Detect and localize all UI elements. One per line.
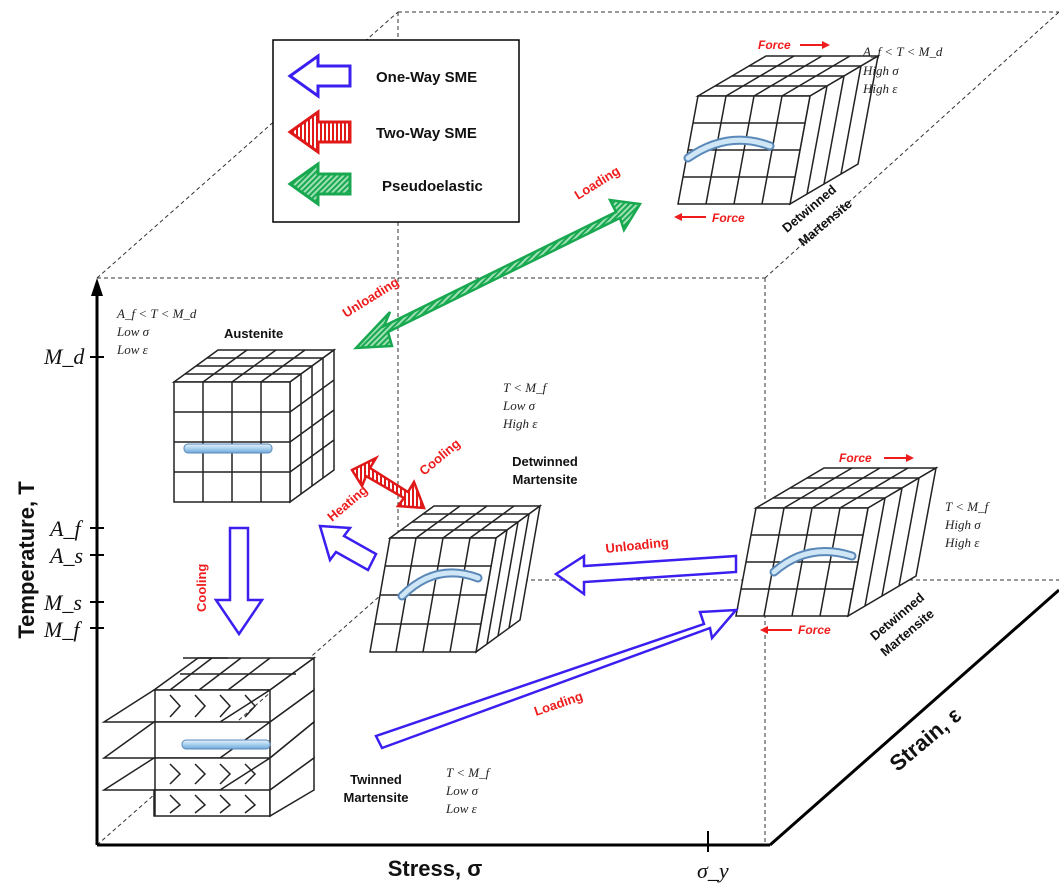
detwinned-top-cond-3: High ε <box>862 81 898 96</box>
twinned-cond-3: Low ε <box>445 801 478 816</box>
y-axis-label: Temperature, T <box>14 481 39 639</box>
unloading-top-label: Unloading <box>340 274 402 320</box>
x-axis-label: Stress, σ <box>388 856 483 881</box>
detwinned-center-label-2: Martensite <box>512 472 577 487</box>
axes <box>90 278 1059 852</box>
force-right-top: Force <box>839 451 872 465</box>
detwinned-right-cond-3: High ε <box>944 535 980 550</box>
two-way-sme-arrow <box>350 454 426 510</box>
legend-pseudo-label: Pseudoelastic <box>382 178 483 195</box>
austenite-label: Austenite <box>224 326 283 341</box>
tick-as: A_s <box>48 543 83 568</box>
loading-bottom-arrow <box>374 608 739 750</box>
legend-two-way-arrow <box>287 109 352 155</box>
pseudoelastic-arrow <box>352 198 643 350</box>
detwinned-right-cond-2: High σ <box>944 517 981 532</box>
tick-md: M_d <box>43 344 85 369</box>
force-right-top-arrow <box>884 454 914 462</box>
tick-af: A_f <box>48 516 83 541</box>
twinned-cond-1: T < M_f <box>446 765 492 780</box>
detwinned-center-cond-3: High ε <box>502 416 538 431</box>
detwinned-center-cond-2: Low σ <box>502 398 536 413</box>
force-top-top-arrow <box>800 41 830 49</box>
loading-top-label: Loading <box>572 163 623 203</box>
legend-pseudo-arrow <box>287 161 352 207</box>
z-axis-label: Strain, ε <box>885 702 967 776</box>
austenite-cond-1: A_f < T < M_d <box>116 306 197 321</box>
legend-two-way-label: Two-Way SME <box>376 125 477 142</box>
twinned-cond-2: Low σ <box>445 783 479 798</box>
detwinned-center-cond-1: T < M_f <box>503 380 549 395</box>
unloading-right-arrow <box>553 553 738 597</box>
twinned-martensite <box>101 656 317 818</box>
twinned-label-2: Martensite <box>343 790 408 805</box>
tick-sigma-y: σ_y <box>697 858 729 883</box>
detwinned-right-cube <box>735 466 939 618</box>
cooling-mid-label: Cooling <box>416 436 463 479</box>
austenite-cube <box>171 348 337 504</box>
detwinned-center-cube <box>369 504 543 654</box>
detwinned-center-label-1: Detwinned <box>512 454 578 469</box>
austenite-wire <box>183 443 273 454</box>
force-right-bottom-arrow <box>760 626 792 634</box>
loading-bottom-label: Loading <box>532 688 585 719</box>
detwinned-top-cube <box>677 54 881 206</box>
detwinned-top-cond-2: High σ <box>862 63 899 78</box>
legend: One-Way SME Two-Way SME Pseudoelastic <box>272 39 520 223</box>
detwinned-top-cond-1: A_f < T < M_d <box>862 44 943 59</box>
unloading-right-label: Unloading <box>605 534 670 556</box>
legend-one-way-arrow <box>287 53 352 99</box>
twinned-label-1: Twinned <box>350 772 402 787</box>
cooling-left-label: Cooling <box>194 564 209 612</box>
austenite-cond-3: Low ε <box>116 342 149 357</box>
austenite-cond-2: Low σ <box>116 324 150 339</box>
force-top-bottom: Force <box>712 211 745 225</box>
legend-one-way-label: One-Way SME <box>376 69 477 86</box>
tick-ms: M_s <box>43 590 82 615</box>
cooling-down-arrow <box>213 526 265 637</box>
force-top-bottom-arrow <box>674 213 706 221</box>
detwinned-right-cond-1: T < M_f <box>945 499 991 514</box>
twinned-wire <box>181 739 271 750</box>
force-right-bottom: Force <box>798 623 831 637</box>
heating-arrow <box>318 524 378 572</box>
force-top-top: Force <box>758 38 791 52</box>
heating-mid-label: Heating <box>324 482 370 524</box>
tick-mf: M_f <box>43 617 82 642</box>
